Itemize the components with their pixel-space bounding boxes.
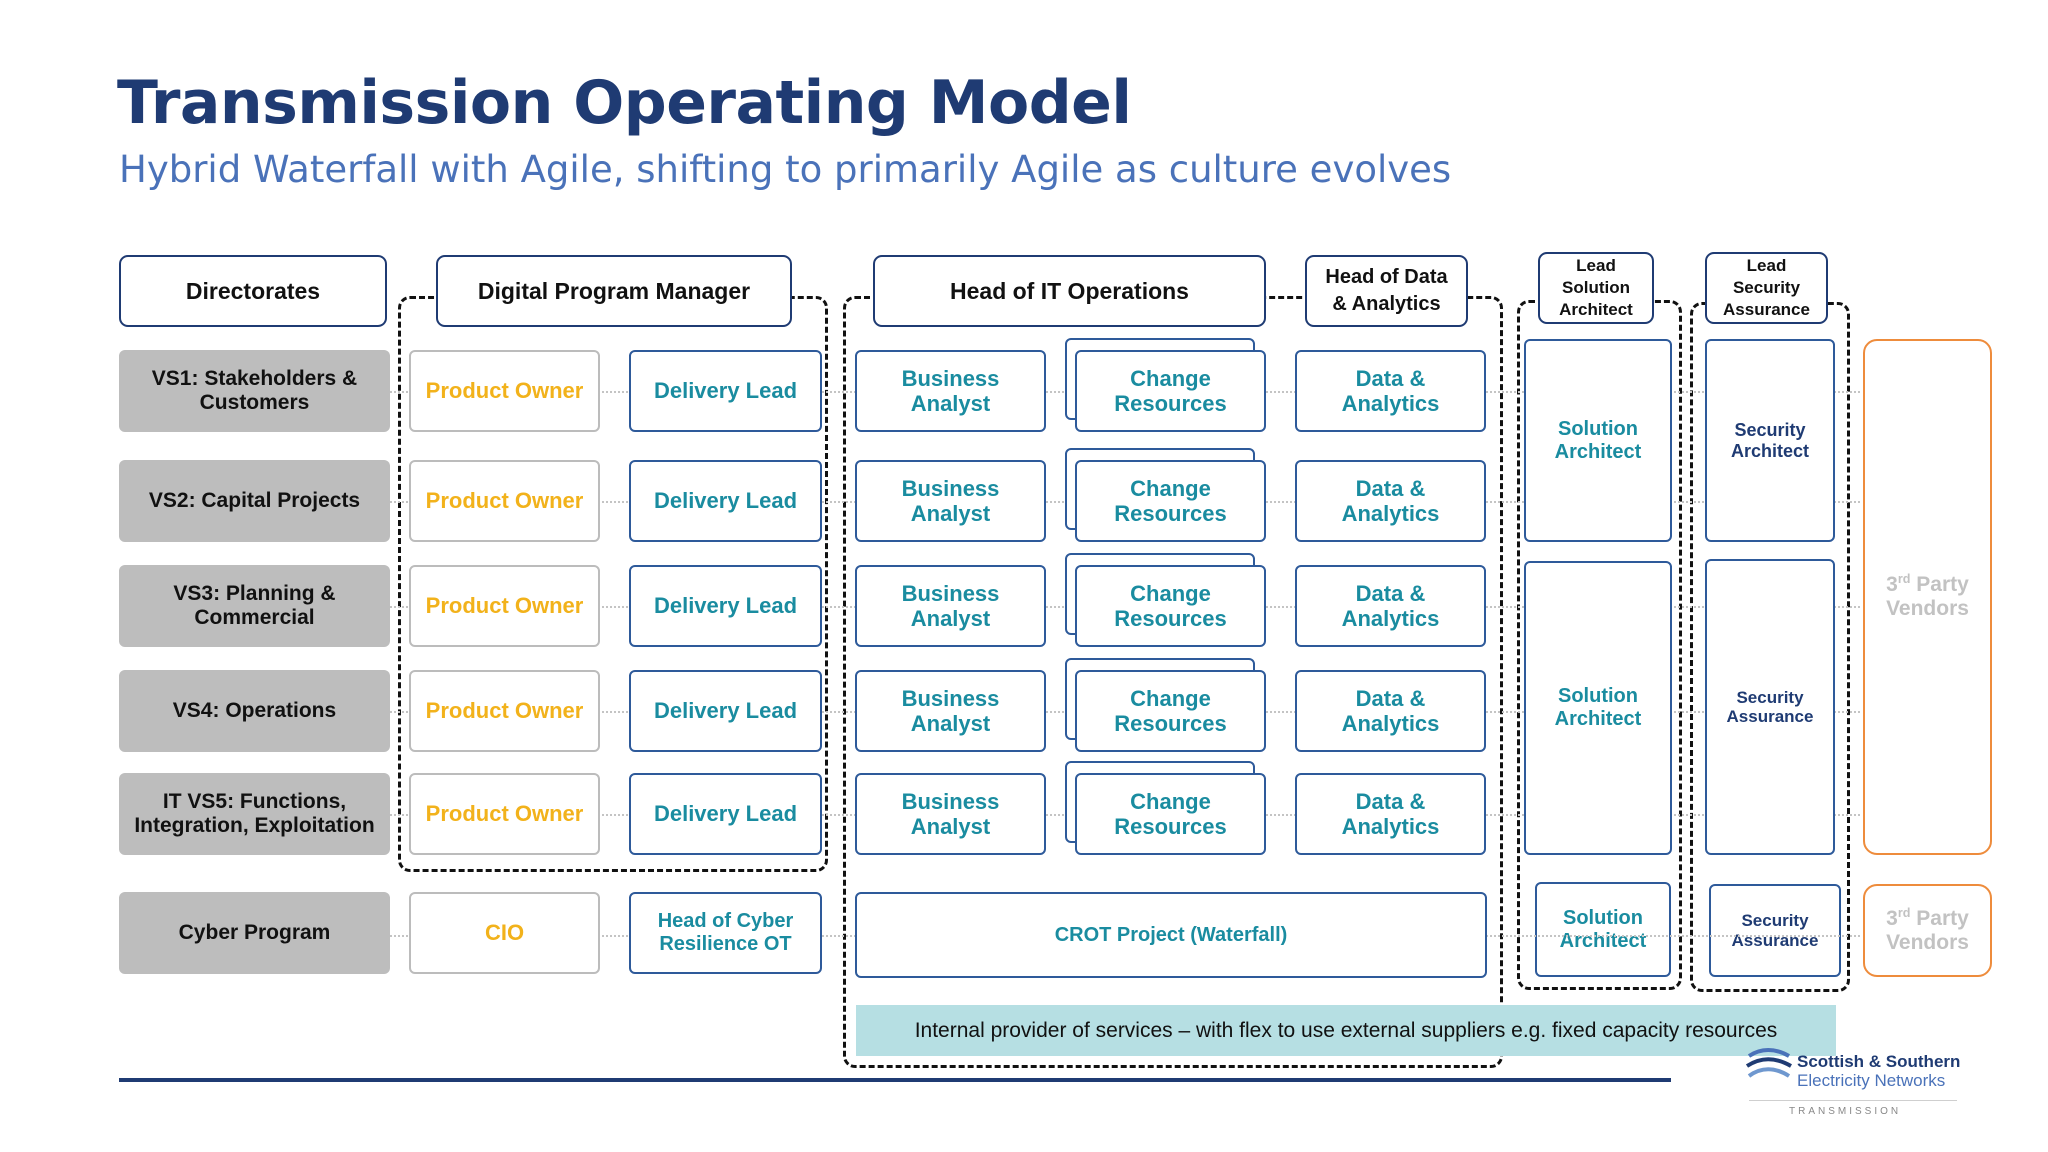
data-analytics-box: Data &Analytics xyxy=(1295,773,1486,855)
delivery-lead-box: Delivery Lead xyxy=(629,773,822,855)
directorate-box: VS4: Operations xyxy=(119,670,390,752)
crot-project-box: CROT Project (Waterfall) xyxy=(855,892,1487,978)
logo-divider xyxy=(1749,1100,1957,1101)
directorate-box: VS2: Capital Projects xyxy=(119,460,390,542)
header-directorates: Directorates xyxy=(119,255,387,327)
directorate-cyber-program: Cyber Program xyxy=(119,892,390,974)
directorate-box: VS1: Stakeholders &Customers xyxy=(119,350,390,432)
delivery-lead-box: Delivery Lead xyxy=(629,350,822,432)
delivery-lead-box: Delivery Lead xyxy=(629,670,822,752)
ssen-wave-icon xyxy=(1745,1048,1792,1078)
product-owner-box: Product Owner xyxy=(409,565,600,647)
logo-line-3: TRANSMISSION xyxy=(1789,1106,1902,1117)
header-head-data-analytics: Head of Data& Analytics xyxy=(1305,255,1468,327)
directorate-box: VS3: Planning &Commercial xyxy=(119,565,390,647)
cio-box: CIO xyxy=(409,892,600,974)
internal-provider-banner: Internal provider of services – with fle… xyxy=(856,1005,1836,1056)
delivery-lead-box: Delivery Lead xyxy=(629,460,822,542)
logo-line-1: Scottish & Southern xyxy=(1797,1052,1961,1071)
header-head-it-operations: Head of IT Operations xyxy=(873,255,1266,327)
page-subtitle: Hybrid Waterfall with Agile, shifting to… xyxy=(119,148,1452,191)
data-analytics-box: Data &Analytics xyxy=(1295,565,1486,647)
data-analytics-box: Data &Analytics xyxy=(1295,670,1486,752)
header-digital-program-manager: Digital Program Manager xyxy=(436,255,792,327)
product-owner-box: Product Owner xyxy=(409,350,600,432)
product-owner-box: Product Owner xyxy=(409,460,600,542)
data-analytics-box: Data &Analytics xyxy=(1295,350,1486,432)
ssen-logo: Scottish & Southern Electricity Networks… xyxy=(1745,1048,1965,1120)
logo-line-2: Electricity Networks xyxy=(1797,1071,1946,1090)
product-owner-box: Product Owner xyxy=(409,773,600,855)
data-analytics-box: Data &Analytics xyxy=(1295,460,1486,542)
delivery-lead-box: Delivery Lead xyxy=(629,565,822,647)
footer-rule xyxy=(119,1078,1671,1082)
directorate-box: IT VS5: Functions,Integration, Exploitat… xyxy=(119,773,390,855)
product-owner-box: Product Owner xyxy=(409,670,600,752)
page-title: Transmission Operating Model xyxy=(117,68,1132,138)
